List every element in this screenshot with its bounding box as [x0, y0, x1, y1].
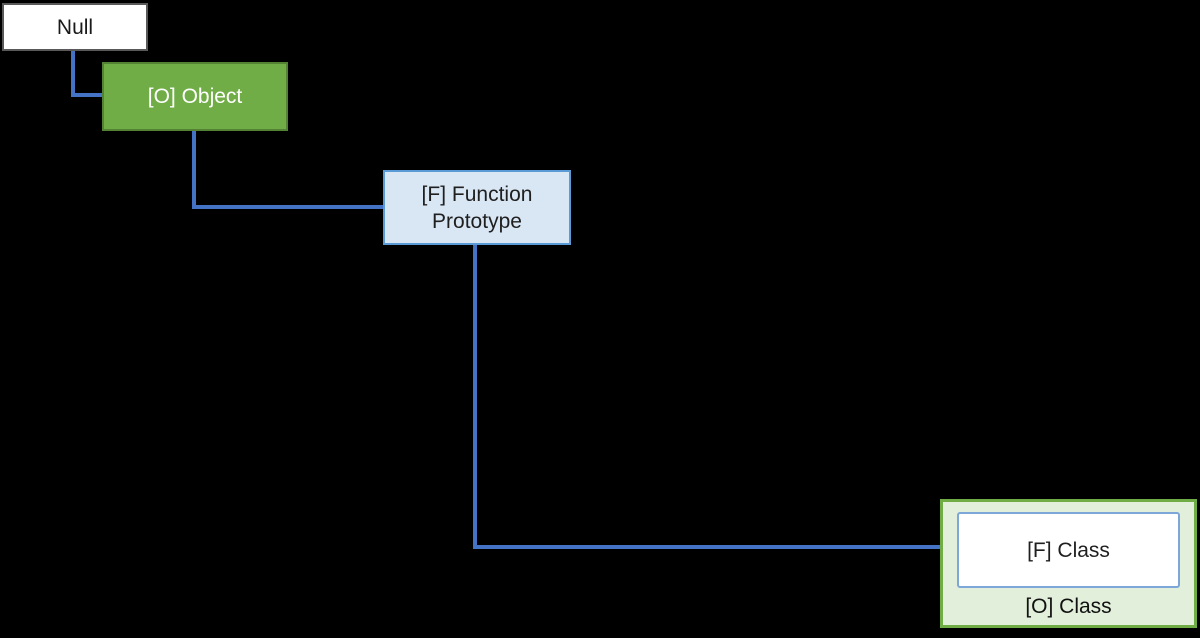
node-object: [O] Object [102, 62, 288, 131]
node-null-label: Null [56, 15, 94, 39]
connector-null-object-vertical [71, 50, 75, 97]
node-class-inner-label: [F] Class [1027, 538, 1110, 562]
connector-null-object-horizontal [71, 93, 104, 97]
connector-functionprototype-class-horizontal [473, 545, 942, 549]
node-object-label: [O] Object [147, 85, 243, 108]
node-class-outer-label: [O] Class [1025, 595, 1112, 618]
connector-functionprototype-class-vertical [473, 244, 477, 549]
connector-object-functionprototype-horizontal [192, 205, 385, 209]
node-class-inner: [F] Class [957, 512, 1180, 588]
node-class-outer: [F] Class [O] Class [940, 499, 1197, 628]
node-function-prototype: [F] Function Prototype [383, 170, 571, 245]
connector-object-functionprototype-vertical [192, 130, 196, 209]
node-null: Null [2, 3, 148, 51]
node-function-prototype-label: [F] Function Prototype [421, 182, 533, 233]
